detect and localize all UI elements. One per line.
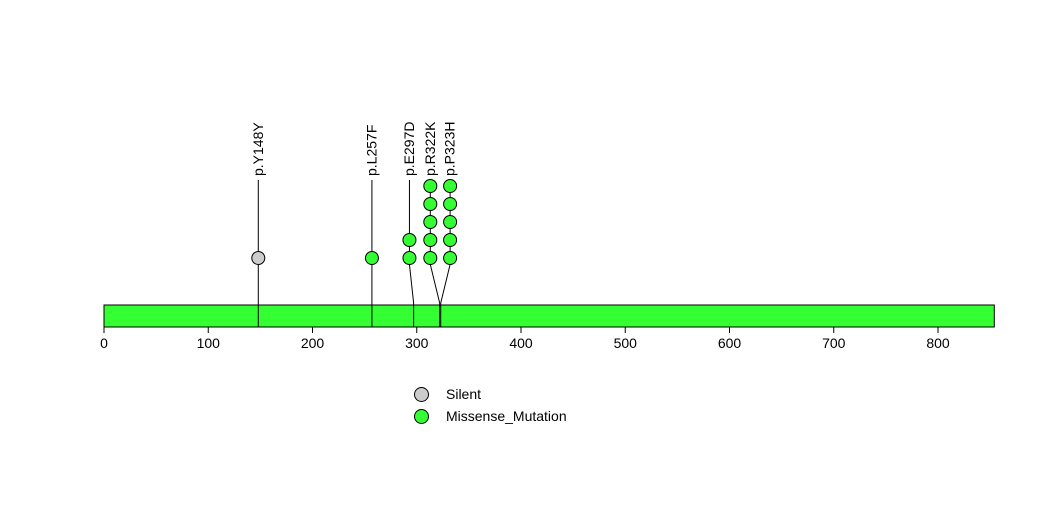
mutation-circle-missense_mutation xyxy=(443,215,458,229)
mutation-label: p.E297D xyxy=(401,122,417,176)
mutation-circle-missense_mutation xyxy=(423,179,438,193)
mutation-label: p.P323H xyxy=(442,122,458,176)
missense-legend-swatch-icon xyxy=(414,408,429,424)
mutation-circle-missense_mutation xyxy=(364,251,379,265)
lollipop-stem xyxy=(408,180,415,327)
axis-tick-label: 400 xyxy=(509,335,533,351)
legend-row-silent: Silent xyxy=(414,383,567,405)
mutation-circle-silent xyxy=(251,251,266,265)
mutation-label: p.Y148Y xyxy=(250,122,266,176)
axis-tick-label: 0 xyxy=(100,335,108,351)
silent-legend-swatch-icon xyxy=(414,386,429,402)
mutation-circle-missense_mutation xyxy=(423,233,438,247)
mutation-circle-missense_mutation xyxy=(443,251,458,265)
axis-tick-label: 300 xyxy=(405,335,429,351)
mutation-label: p.R322K xyxy=(422,121,438,176)
mutation-circle-missense_mutation xyxy=(423,251,438,265)
axis-tick-label: 500 xyxy=(614,335,638,351)
axis-tick-label: 700 xyxy=(822,335,846,351)
legend-label-missense: Missense_Mutation xyxy=(446,408,567,424)
legend: Silent Missense_Mutation xyxy=(414,383,567,427)
legend-label-silent: Silent xyxy=(446,386,482,402)
mutation-circle-missense_mutation xyxy=(443,179,458,193)
mutation-circle-missense_mutation xyxy=(423,215,438,229)
legend-row-missense: Missense_Mutation xyxy=(414,405,567,427)
mutation-label: p.L257F xyxy=(363,125,379,176)
axis-tick-label: 800 xyxy=(926,335,950,351)
mutation-circle-missense_mutation xyxy=(423,197,438,211)
gene-bar xyxy=(103,304,995,328)
mutation-circle-missense_mutation xyxy=(402,251,417,265)
axis-tick-label: 600 xyxy=(718,335,742,351)
mutation-circle-missense_mutation xyxy=(443,233,458,247)
axis-tick-label: 100 xyxy=(197,335,221,351)
mutation-circle-missense_mutation xyxy=(402,233,417,247)
axis-tick-label: 200 xyxy=(301,335,325,351)
mutation-circle-missense_mutation xyxy=(443,197,458,211)
